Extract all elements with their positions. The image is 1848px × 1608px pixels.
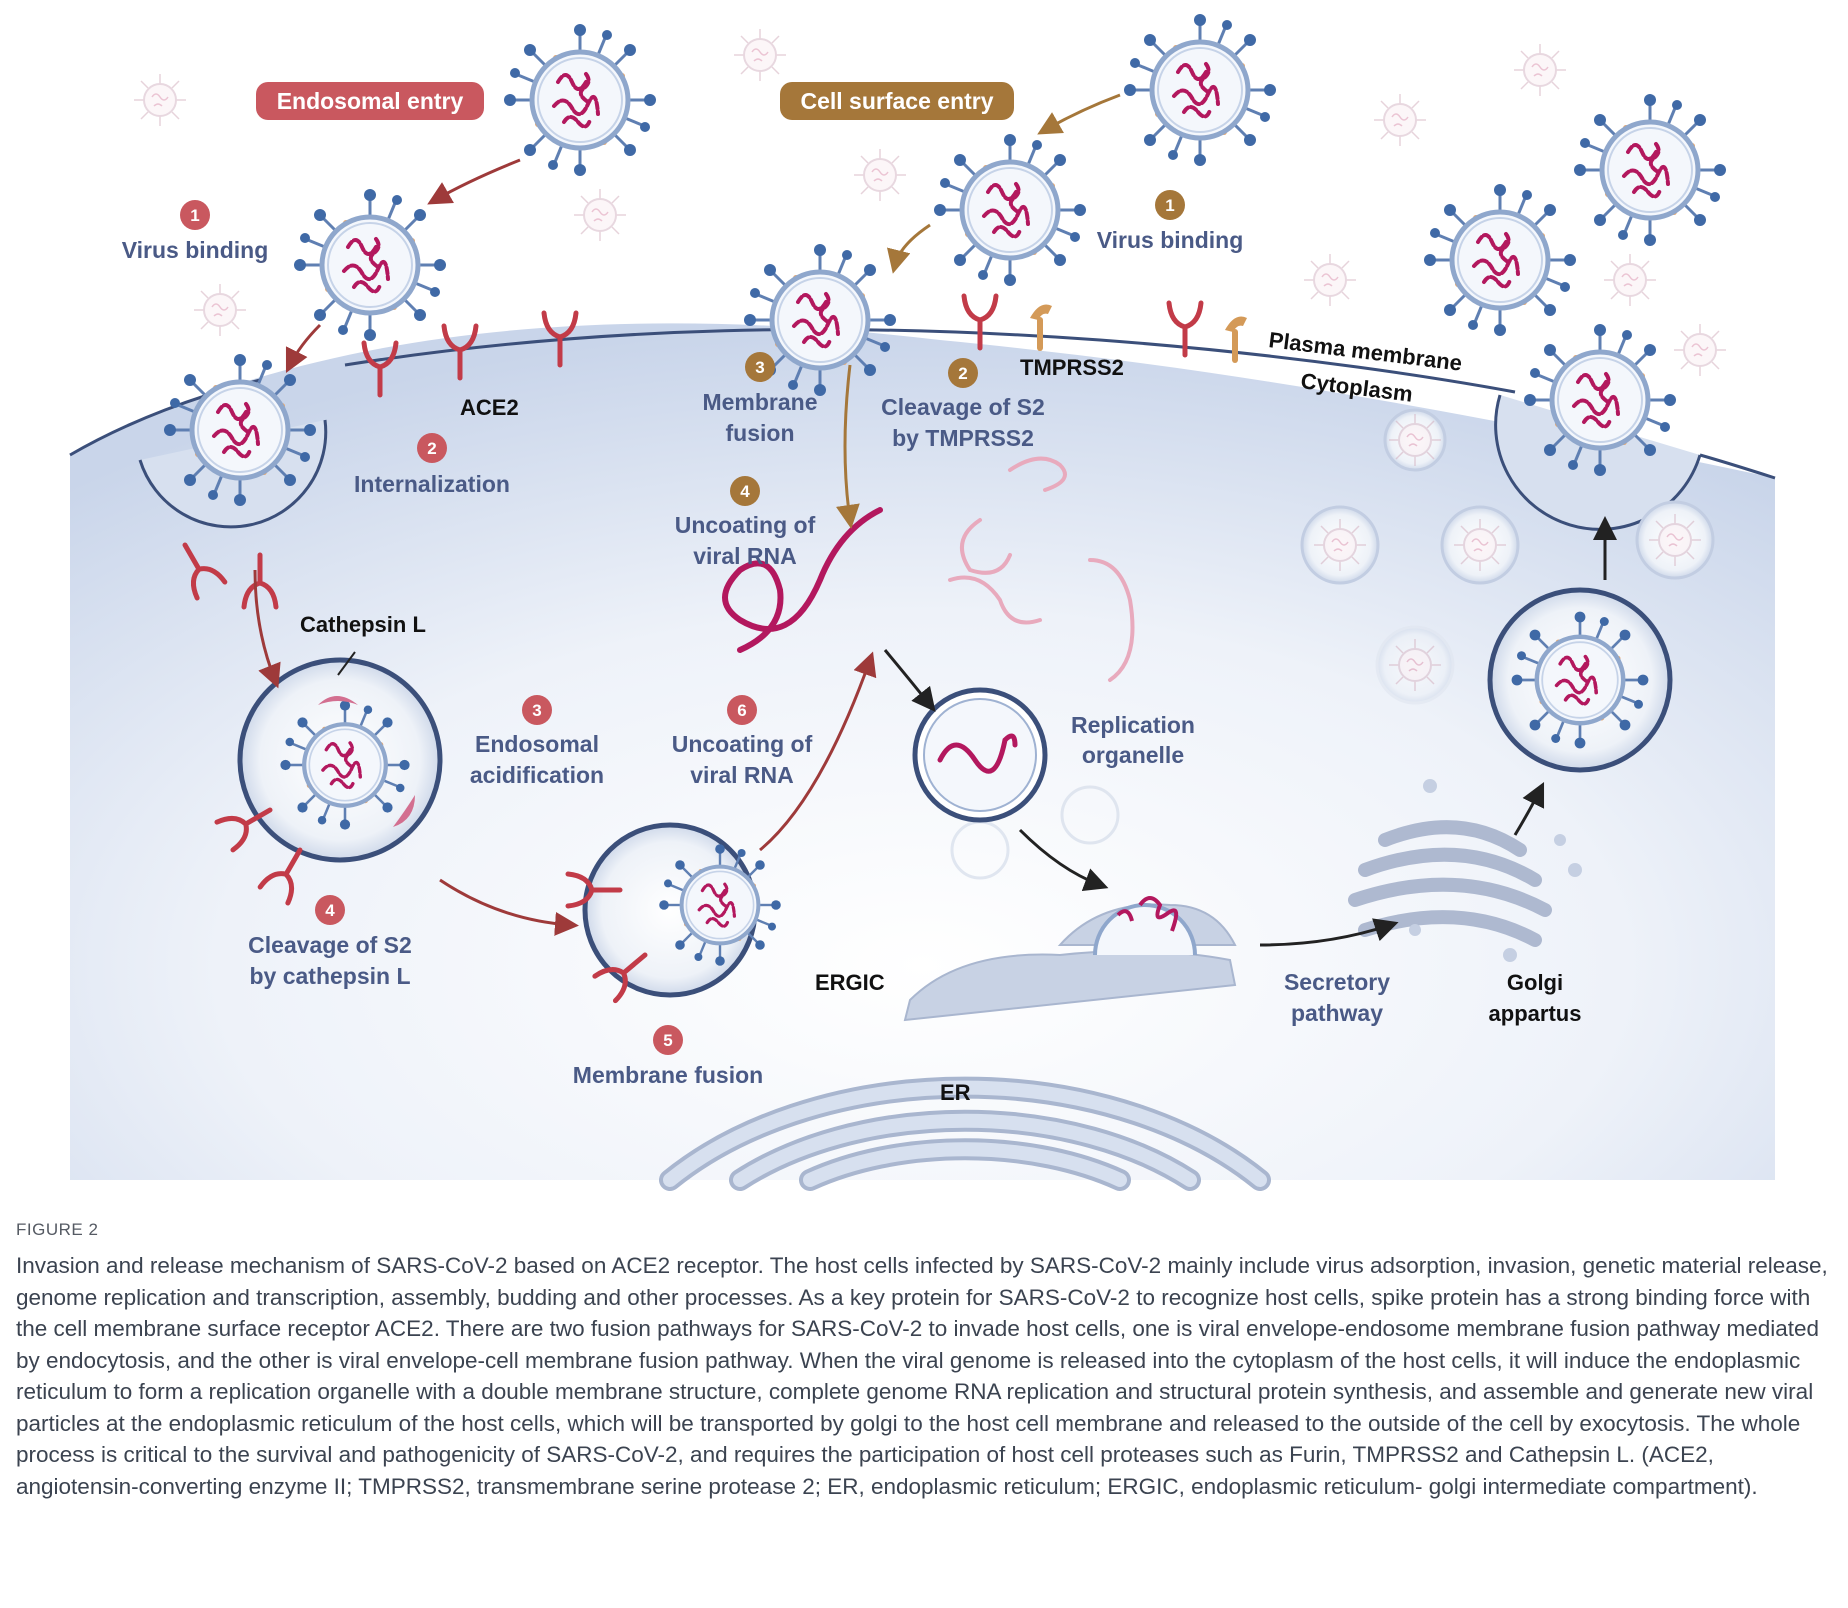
virus-particle-endo-pit [164, 354, 316, 506]
svg-text:3: 3 [532, 701, 541, 720]
uncoating-mid-label-2: viral RNA [690, 762, 794, 788]
svg-text:Cell surface entry: Cell surface entry [800, 88, 993, 114]
virus-binding-left-label: Virus binding [122, 237, 269, 263]
svg-text:3: 3 [755, 358, 764, 377]
virus-particle-endo-top [504, 24, 656, 176]
cathepsin-l-enzyme [318, 696, 358, 705]
uncoating-mid-label-1: Uncoating of [672, 731, 813, 757]
cleavage-cathepsin-label-2: by cathepsin L [249, 963, 410, 989]
virus-particle-surface-binding [934, 134, 1086, 286]
endosomal-entry-pill: Endosomal entry [256, 82, 484, 120]
svg-text:6: 6 [737, 701, 746, 720]
svg-text:2: 2 [427, 439, 436, 458]
virus-particle-exocytosis [1524, 324, 1676, 476]
er-label: ER [940, 1080, 971, 1105]
step-badges: 1 2 3 4 5 6 1 2 3 4 [180, 190, 1185, 1055]
svg-text:1: 1 [190, 206, 199, 225]
svg-text:2: 2 [958, 364, 967, 383]
cell-surface-entry-pill: Cell surface entry [780, 82, 1014, 120]
endosomal-acidification-label-1: Endosomal [475, 731, 599, 757]
figure-caption-heading: FIGURE 2 [16, 1220, 99, 1239]
virus-particle-endo-binding [294, 189, 446, 341]
ergic-label: ERGIC [815, 970, 885, 995]
tmprss2-label: TMPRSS2 [1020, 355, 1124, 380]
svg-text:4: 4 [740, 482, 750, 501]
internalization-label: Internalization [354, 471, 510, 497]
replication-organelle [912, 687, 1048, 823]
uncoating-top-label-1: Uncoating of [675, 512, 816, 538]
virus-particle-released [1574, 94, 1726, 246]
golgi-vesicle [1487, 587, 1673, 773]
viral-rna [722, 456, 1135, 682]
membrane-fusion-bottom-label: Membrane fusion [573, 1062, 763, 1088]
secretory-pathway-label-1: Secretory [1284, 969, 1390, 995]
exocytic-pit [1494, 394, 1702, 531]
cleavage-tmprss2-label-2: by TMPRSS2 [892, 425, 1034, 451]
cleavage-tmprss2-label-1: Cleavage of S2 [881, 394, 1045, 420]
ace2-label: ACE2 [460, 395, 519, 420]
svg-text:1: 1 [1165, 196, 1174, 215]
virus-particle-surface-top [1124, 14, 1276, 166]
endosome [217, 657, 443, 903]
figure-panel: Endosomal entry Cell surface entry 1 2 3… [69, 0, 1776, 1191]
fusion-endosome [568, 822, 781, 1001]
replication-organelle-label-1: Replication [1071, 712, 1195, 738]
figure-caption-text: Invasion and release mechanism of SARS-C… [16, 1253, 1828, 1499]
vesicles [950, 408, 1715, 880]
golgi-label-1: Golgi [1507, 970, 1563, 995]
virus-binding-right-label: Virus binding [1097, 227, 1244, 253]
diagram-canvas: Endosomal entry Cell surface entry 1 2 3… [69, 0, 1776, 1191]
cleavage-cathepsin-label-1: Cleavage of S2 [248, 932, 412, 958]
svg-text:4: 4 [325, 901, 335, 920]
endosomal-acidification-label-2: acidification [470, 762, 604, 788]
membrane-fusion-top-label-2: fusion [726, 420, 795, 446]
svg-text:Endosomal entry: Endosomal entry [277, 88, 464, 114]
virus-particle-released-2 [1424, 184, 1576, 336]
cathepsin-l-label: Cathepsin L [300, 612, 426, 637]
membrane-fusion-top-label-1: Membrane [702, 389, 817, 415]
uncoating-top-label-2: viral RNA [693, 543, 797, 569]
svg-text:5: 5 [663, 1031, 672, 1050]
secretory-pathway-label-2: pathway [1291, 1000, 1383, 1026]
golgi-label-2: appartus [1489, 1001, 1582, 1026]
budding-virus [1093, 896, 1197, 956]
replication-organelle-label-2: organelle [1082, 742, 1184, 768]
